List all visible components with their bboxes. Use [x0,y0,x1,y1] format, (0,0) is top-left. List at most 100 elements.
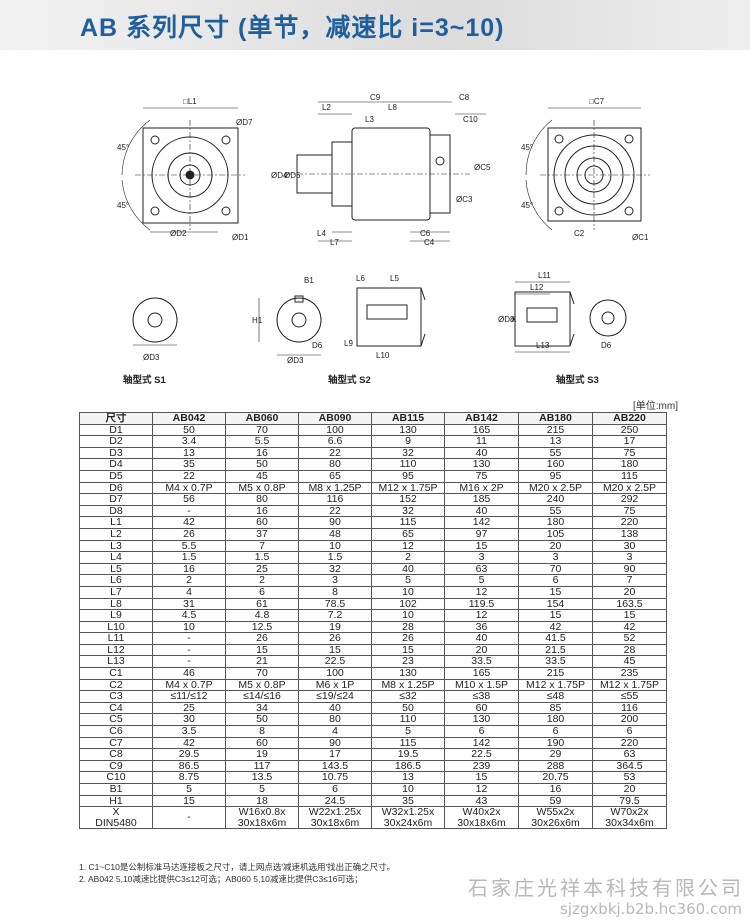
table-cell: 45 [225,469,299,483]
label-d3-s2: ØD3 [287,356,304,365]
table-cell: 25 [152,701,226,715]
table-cell: 190 [518,736,593,750]
table-cell: M12 x 1.75P [371,481,445,495]
table-cell: 288 [518,759,593,773]
row-label: D4 [79,458,153,471]
cell-line1: - [187,811,191,824]
cell-line1: W55x2x [536,806,575,819]
table-cell: 21.5 [518,643,593,657]
table-cell: 4.5 [152,609,226,622]
table-cell: 86.5 [152,759,226,773]
row-label: H1 [79,794,153,808]
row-label: C5 [79,713,153,727]
label-b1: B1 [304,276,314,285]
table-cell: 8 [225,725,299,738]
table-cell: 105 [518,527,593,541]
label-l10: L10 [376,351,390,360]
table-cell: 15 [444,771,519,784]
label-angle-1: 45° [117,143,129,152]
table-cell: 26 [152,527,226,541]
table-cell: 33.5 [518,655,593,669]
header-model-1: AB042 [152,412,226,425]
table-cell: 186.5 [371,759,445,773]
table-cell: 90 [592,562,667,576]
label-l4: L4 [317,229,326,238]
dimension-drawing: □L1 ØD7 45° 45° ØD2 ØD1 L2 C9 L8 C8 L3 C… [117,93,650,386]
row-label: B1 [79,783,153,796]
table-cell: 130 [444,713,519,727]
row-label: L6 [79,574,153,587]
table-cell: - [152,504,226,518]
table-cell: 60 [225,516,299,529]
cell-line2: 30x18x6m [237,816,287,829]
table-cell: M4 x 0.7P [152,678,226,692]
table-cell: 5 [444,574,519,587]
table-cell: ≤14/≤16 [225,690,299,703]
label-c3: ØC3 [456,195,473,204]
row-label: C3 [79,690,153,703]
table-cell: 31 [152,597,226,611]
row-label: D1 [79,423,153,437]
header-model-4: AB115 [371,412,445,425]
table-cell: 35 [371,794,445,808]
row-label: C4 [79,701,153,715]
table-cell: 70 [518,562,593,576]
table-cell: 115 [371,736,445,750]
table-cell: 50 [371,701,445,715]
table-cell: 42 [518,620,593,634]
table-cell: 52 [592,632,667,645]
table-cell: 4 [298,725,372,738]
table-cell: 26 [371,632,445,645]
table-cell: 292 [592,493,667,506]
table-cell: 28 [371,620,445,634]
table-cell: M16 x 2P [444,481,519,495]
table-cell: 115 [592,469,667,483]
table-cell: 41.5 [518,632,593,645]
row-label-line2: DIN5480 [95,816,137,829]
table-cell: M20 x 2.5P [518,481,593,495]
table-cell: 26 [298,632,372,645]
label-l5: L5 [390,274,399,283]
header-bar [0,0,750,50]
table-cell: 30 [152,713,226,727]
table-cell: 24.5 [298,794,372,808]
table-cell: 110 [371,458,445,471]
table-cell: ≤11/≤12 [152,690,226,703]
table-cell: 19.5 [371,748,445,761]
watermark-url: sjzgxbkj.b2b.hc360.com [560,900,742,918]
table-cell: 6 [225,585,299,599]
table-cell: M20 x 2.5P [592,481,667,495]
label-d7: ØD7 [236,118,253,127]
table-cell: 22 [298,446,372,460]
table-cell: M10 x 1.5P [444,678,519,692]
table-cell: 15 [518,585,593,599]
caption-s3: 轴型式 S3 [556,374,599,386]
table-cell: 26 [225,632,299,645]
table-cell: 6 [518,725,593,738]
table-cell: 55 [518,446,593,460]
caption-s1: 轴型式 S1 [123,374,166,386]
row-label: L9 [79,609,153,622]
table-cell: 6 [592,725,667,738]
table-cell: 37 [225,527,299,541]
table-cell: 17 [298,748,372,761]
table-cell: 61 [225,597,299,611]
table-cell: 12 [371,539,445,553]
table-cell: 220 [592,516,667,529]
table-cell: 15 [371,643,445,657]
table-cell: 80 [298,458,372,471]
table-cell: ≤55 [592,690,667,703]
table-cell: 100 [298,423,372,437]
table-cell: 6 [444,725,519,738]
